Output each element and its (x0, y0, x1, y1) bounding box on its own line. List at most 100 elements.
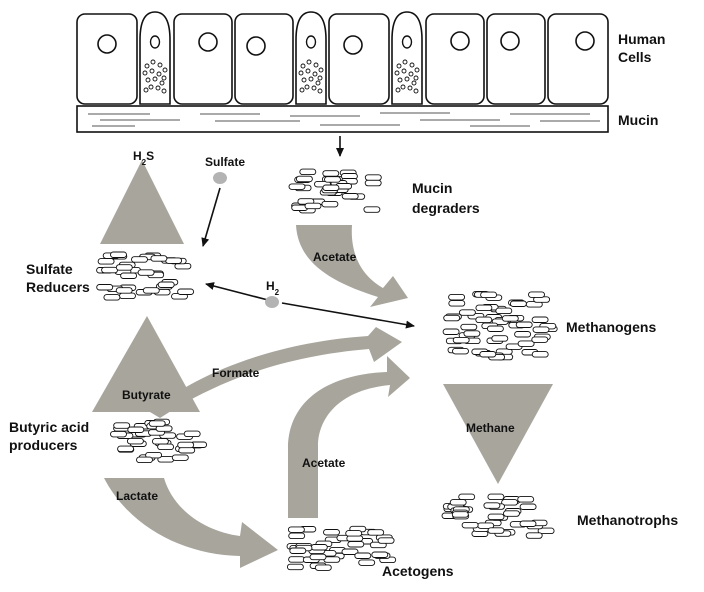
bacterium (517, 340, 535, 347)
bacterium (183, 430, 201, 438)
bacterium (487, 527, 505, 534)
bacterium (515, 321, 533, 328)
sulfate-molecule (213, 172, 227, 184)
mucin-layer (76, 105, 609, 133)
bacterium (449, 499, 467, 506)
bacterium (463, 330, 481, 337)
bacterium (299, 168, 317, 176)
bacterium (165, 257, 183, 264)
butyrate-label: Butyrate (122, 388, 171, 402)
bacterium (288, 556, 306, 563)
bacterium (461, 521, 479, 529)
bacterium (288, 532, 306, 540)
bacterium (157, 281, 175, 288)
bacterium (491, 335, 509, 342)
bacterium (151, 438, 169, 445)
bacterium (501, 315, 519, 322)
bacterium (145, 451, 163, 459)
h2-label: H2 (266, 279, 280, 297)
bacterium (288, 183, 306, 190)
bacterium (448, 293, 466, 301)
bacterium (480, 291, 498, 299)
bacterium (321, 200, 339, 208)
acetate-label-top: Acetate (313, 250, 357, 264)
acetogen-acetate-flow-arrow (288, 356, 410, 518)
bacterium (113, 422, 131, 429)
bacterium (127, 426, 145, 433)
bacterium (177, 288, 195, 295)
bacterium (142, 287, 160, 294)
mucin-acetate-flow-arrow (296, 225, 408, 307)
bacterium (475, 316, 493, 324)
bacterium (115, 264, 133, 271)
bacterium (304, 202, 322, 210)
h2-molecule (265, 296, 279, 308)
bacterium (286, 563, 304, 571)
bacterium (528, 291, 545, 298)
bacterium (460, 323, 478, 331)
methanotrophs-label: Methanotrophs (577, 512, 678, 528)
bacterium (495, 307, 513, 315)
bacterium (309, 553, 327, 561)
mucin-label: Mucin (618, 112, 658, 128)
butyrate-production-arrow (92, 316, 200, 412)
bacterium (486, 325, 504, 332)
bacterium (345, 530, 363, 537)
bacterium (110, 430, 127, 438)
bacterium (452, 347, 469, 355)
bacterium (363, 206, 381, 213)
bacterium (97, 258, 115, 265)
bacterium (458, 309, 476, 316)
methane-flow-arrow (443, 384, 553, 484)
bacterium (171, 454, 189, 461)
bacterium (148, 420, 166, 427)
bacterium (120, 272, 138, 279)
bacterium (136, 456, 153, 464)
bacterium (150, 255, 168, 262)
bacterium (519, 503, 537, 510)
bacterium (314, 564, 332, 571)
bacterium (487, 493, 505, 501)
bacterium (377, 537, 395, 544)
bacterium (177, 441, 195, 449)
bacterium (483, 502, 501, 509)
bacterium (322, 170, 340, 177)
sulfate-label: Sulfate (205, 155, 245, 169)
bacterium (531, 351, 549, 358)
bacteria-clusters (96, 168, 558, 571)
bacterium (289, 547, 307, 554)
bacterium (96, 284, 114, 291)
bacterium (287, 526, 305, 533)
bacterium (110, 251, 127, 258)
bacterium (443, 314, 461, 322)
bacterium (131, 256, 148, 263)
h2-to-sulfate-reducers-arrow (205, 282, 269, 301)
bacterium (371, 551, 389, 558)
bacterium (295, 175, 313, 183)
bacterium (178, 447, 196, 454)
bacterium (364, 179, 382, 187)
h2-to-methanogens-arrow (281, 302, 415, 329)
lactate-flow-arrow (104, 478, 278, 568)
bacterium (354, 552, 372, 559)
bacterium (531, 336, 549, 343)
bacterium (475, 304, 493, 312)
bacterium (119, 292, 136, 300)
bacterium (364, 174, 382, 181)
bacterium (519, 520, 537, 527)
bacterium (367, 529, 385, 536)
bacterium (137, 269, 155, 276)
bacterium (322, 184, 340, 191)
bacterium (514, 331, 532, 338)
bacterium (487, 513, 505, 521)
bacterium (347, 541, 365, 548)
bacterium (479, 351, 497, 358)
bacterium (517, 496, 535, 503)
bacterium (451, 511, 469, 518)
bacterium (537, 527, 555, 535)
bacterium (532, 326, 550, 333)
